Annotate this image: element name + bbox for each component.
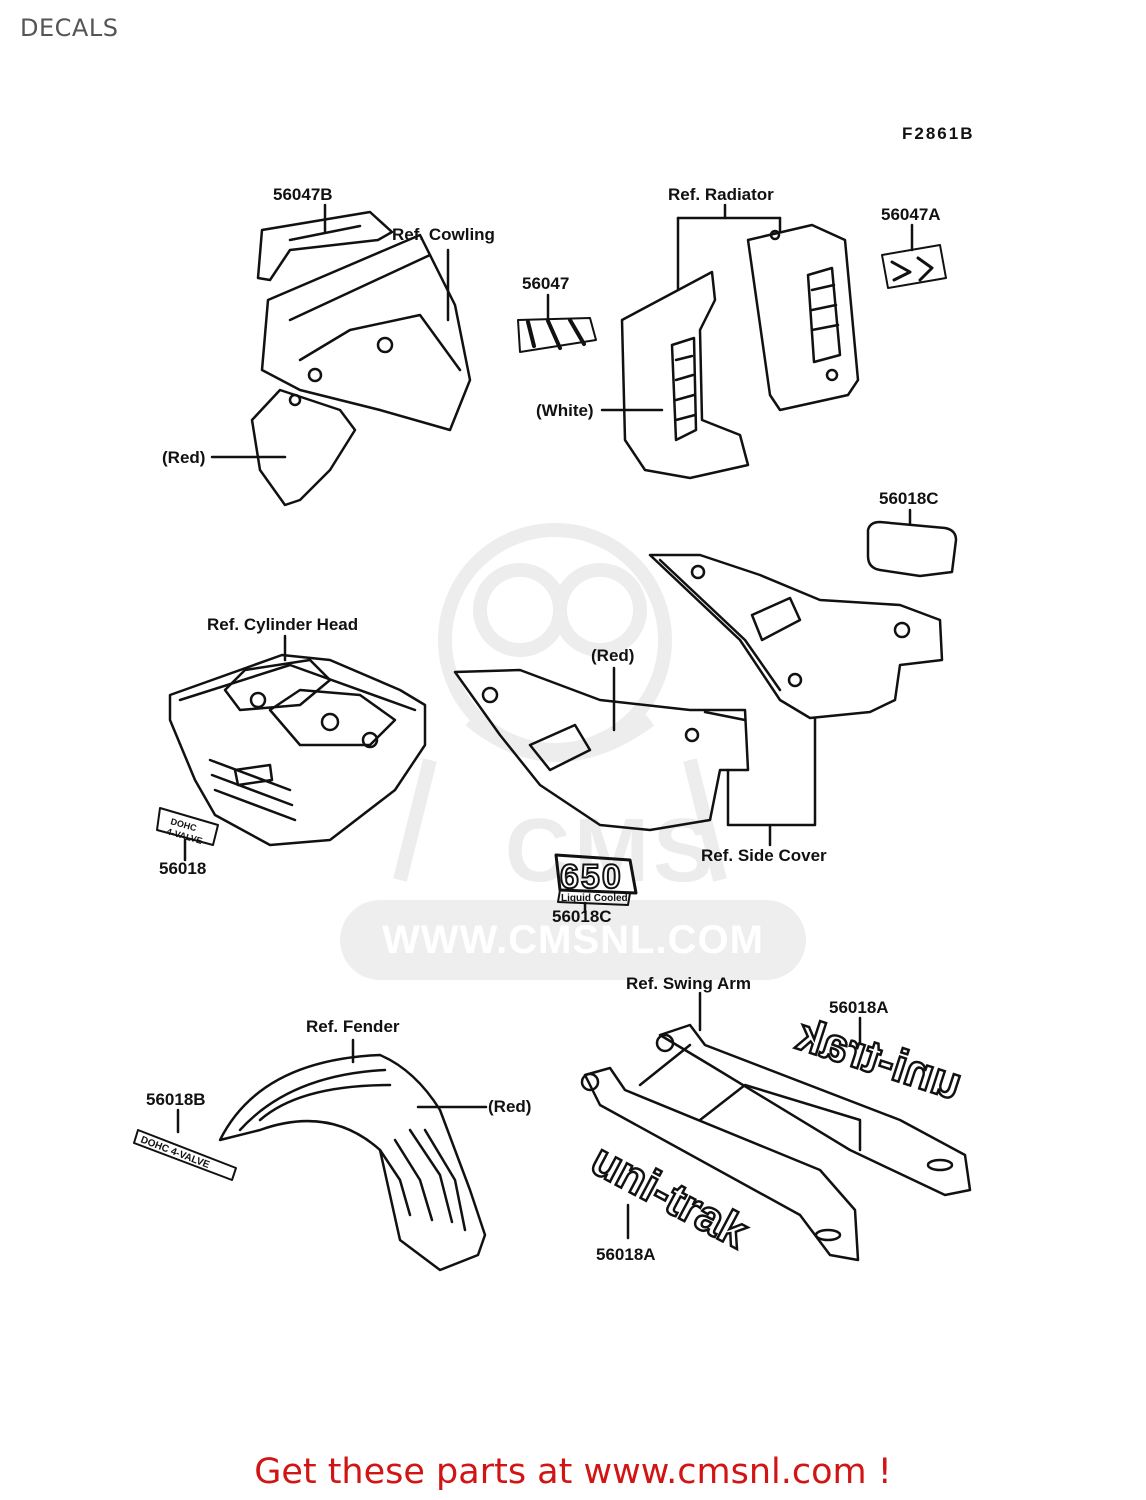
side-cover-right (648, 553, 944, 720)
fender-decal-text: DOHC 4-VALVE (139, 1135, 211, 1172)
fender-drawing (218, 1053, 487, 1272)
swingarm-decal-top: uni-trak (791, 1008, 968, 1110)
label-ref-swing-arm: Ref. Swing Arm (626, 974, 751, 993)
fender-decal-56018B (133, 1129, 237, 1181)
radiator-shroud-left (620, 270, 750, 480)
decal-56018C-top (866, 520, 958, 578)
label-56047: 56047 (522, 274, 570, 293)
label-56047A: 56047A (881, 205, 941, 224)
leader-ref-radiator (676, 203, 782, 292)
label-56047B: 56047B (273, 185, 333, 204)
label-red-cowling: (Red) (162, 448, 206, 467)
kl-decal-56047 (517, 317, 597, 353)
label-56018A-top: 56018A (829, 998, 889, 1017)
label-ref-radiator: Ref. Radiator (668, 185, 774, 204)
cowling-drawing (250, 210, 472, 507)
cylinder-head-decal (156, 807, 219, 846)
label-ref-cowling: Ref. Cowling (392, 225, 495, 244)
label-56018C-bottom: 56018C (552, 907, 612, 926)
label-56018B: 56018B (146, 1090, 206, 1109)
figure-code: F2861B (902, 124, 975, 143)
label-56018: 56018 (159, 859, 207, 878)
leader-ref-side-cover (726, 716, 817, 847)
label-56018C-top: 56018C (879, 489, 939, 508)
watermark-url: WWW.CMSNL.COM (340, 900, 806, 980)
label-56018A-bottom: 56018A (596, 1245, 656, 1264)
footer-link[interactable]: Get these parts at www.cmsnl.com ! (254, 1452, 892, 1492)
label-red-side: (Red) (591, 646, 635, 665)
label-red-fender: (Red) (488, 1097, 532, 1116)
side-cover-left (453, 668, 750, 832)
cylinder-head-drawing (168, 653, 427, 847)
swing-arm-drawing (580, 1023, 972, 1262)
emblem-650 (554, 853, 638, 906)
label-ref-fender: Ref. Fender (306, 1017, 400, 1036)
emblem-650-subtext: Liquid Cooled (561, 893, 628, 904)
radiator-shroud-right (746, 223, 860, 412)
watermark-brand: CMS (505, 801, 717, 901)
page-title: DECALS (20, 14, 119, 42)
label-white: (White) (536, 401, 594, 420)
label-ref-cylinder-head: Ref. Cylinder Head (207, 615, 359, 634)
decal-56047A (881, 244, 947, 289)
label-ref-side-cover: Ref. Side Cover (701, 846, 827, 865)
swingarm-decal-bottom: uni-trak (583, 1133, 757, 1258)
emblem-650-number: 650 (560, 858, 623, 896)
